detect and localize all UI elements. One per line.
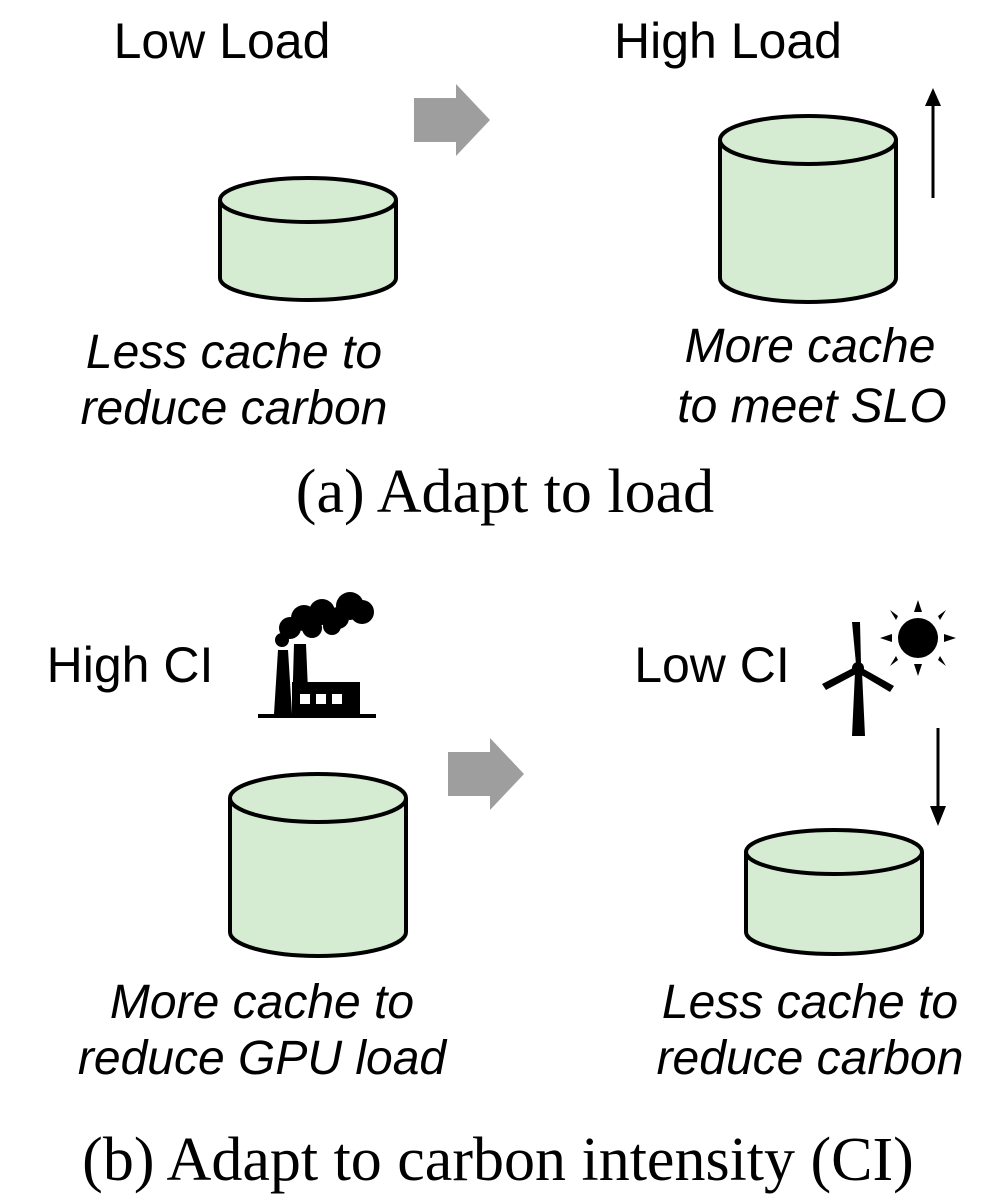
- panel-b-caption: (b) Adapt to carbon intensity (CI): [82, 1126, 914, 1194]
- panel-a-caption: (a) Adapt to load: [296, 458, 714, 526]
- gpu-card-icon: [14, 145, 212, 271]
- low-ci-title: Low CI: [634, 637, 790, 693]
- transition-arrow-icon: [414, 84, 490, 156]
- decrease-arrow-icon: [930, 728, 946, 826]
- high-load-note-line1: More cache: [685, 320, 936, 373]
- low-load-note-line2: reduce carbon: [81, 382, 388, 435]
- low-load-note-line1: Less cache to: [86, 326, 382, 379]
- low-ci-note-line1: Less cache to: [662, 976, 958, 1029]
- cache-cylinder-icon: [718, 114, 898, 304]
- high-ci-note-line2: reduce GPU load: [78, 1032, 448, 1085]
- gpu-card-icon: [512, 145, 710, 271]
- increase-arrow-icon: [925, 88, 941, 198]
- panel-a: Low Load High Load Less cache: [14, 13, 947, 526]
- cache-cylinder-icon: [228, 772, 408, 958]
- high-load-note-line2: to meet SLO: [677, 380, 946, 433]
- low-load-title: Low Load: [114, 13, 331, 69]
- cache-cylinder-icon: [218, 176, 398, 302]
- gpu-card-icon: [20, 797, 218, 923]
- transition-arrow-icon: [448, 738, 524, 810]
- cache-cylinder-icon: [744, 828, 924, 956]
- high-ci-title: High CI: [47, 637, 214, 693]
- panel-b: High CI Low CI: [20, 592, 963, 1194]
- low-ci-note-line2: reduce carbon: [657, 1032, 964, 1085]
- high-ci-note-line1: More cache to: [110, 976, 414, 1029]
- high-load-title: High Load: [614, 13, 842, 69]
- sun-icon: [880, 600, 956, 676]
- factory-icon: [258, 592, 376, 718]
- gpu-card-icon: [540, 797, 738, 923]
- wind-turbine-icon: [822, 622, 894, 736]
